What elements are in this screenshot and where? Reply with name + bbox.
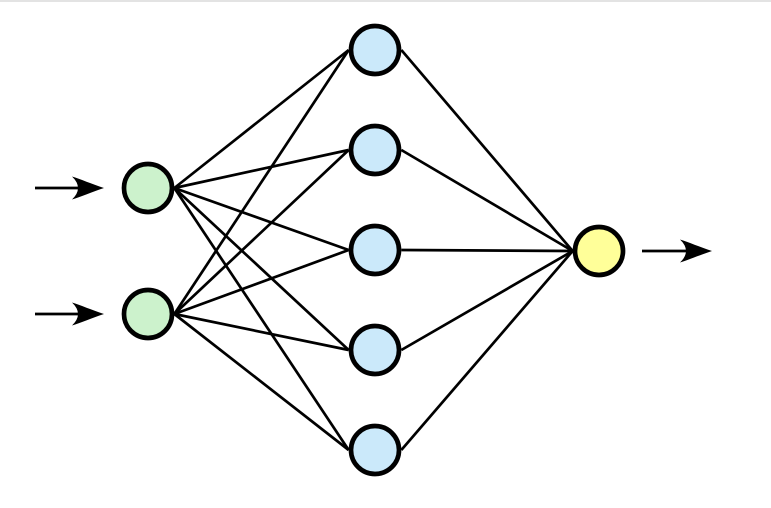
edge-hidden-5-to-output-1	[400, 250, 574, 451]
edge-input-2-to-hidden-2	[173, 149, 350, 315]
input-arrow-1-head-icon	[72, 176, 104, 200]
input-node-input-1	[121, 161, 175, 215]
hidden-node-hidden-2	[348, 123, 402, 177]
edge-input-2-to-hidden-5	[173, 312, 350, 452]
edge-input-1-to-hidden-2	[174, 148, 349, 190]
edge-hidden-4-to-output-1	[400, 249, 574, 352]
hidden-node-hidden-1	[348, 23, 402, 77]
output-arrow-head-icon	[680, 239, 712, 263]
edge-input-1-to-hidden-1	[173, 48, 350, 190]
edge-hidden-2-to-output-1	[400, 148, 574, 253]
hidden-node-hidden-3	[348, 223, 402, 277]
edge-input-1-to-hidden-4	[173, 187, 350, 351]
edge-input-1-to-hidden-5	[173, 187, 350, 451]
hidden-node-hidden-5	[348, 423, 402, 477]
window-top-edge	[0, 0, 771, 2]
hidden-node-hidden-4	[348, 323, 402, 377]
edge-input-1-to-hidden-3	[173, 186, 350, 252]
edge-input-2-to-hidden-4	[174, 312, 349, 352]
edge-hidden-1-to-output-1	[400, 49, 574, 252]
output-node-output-1	[572, 224, 626, 278]
input-node-input-2	[121, 287, 175, 341]
edge-hidden-3-to-output-1	[401, 248, 573, 253]
edge-input-2-to-hidden-1	[173, 49, 350, 315]
input-arrow-2-head-icon	[72, 302, 104, 326]
edge-input-2-to-hidden-3	[173, 248, 350, 316]
